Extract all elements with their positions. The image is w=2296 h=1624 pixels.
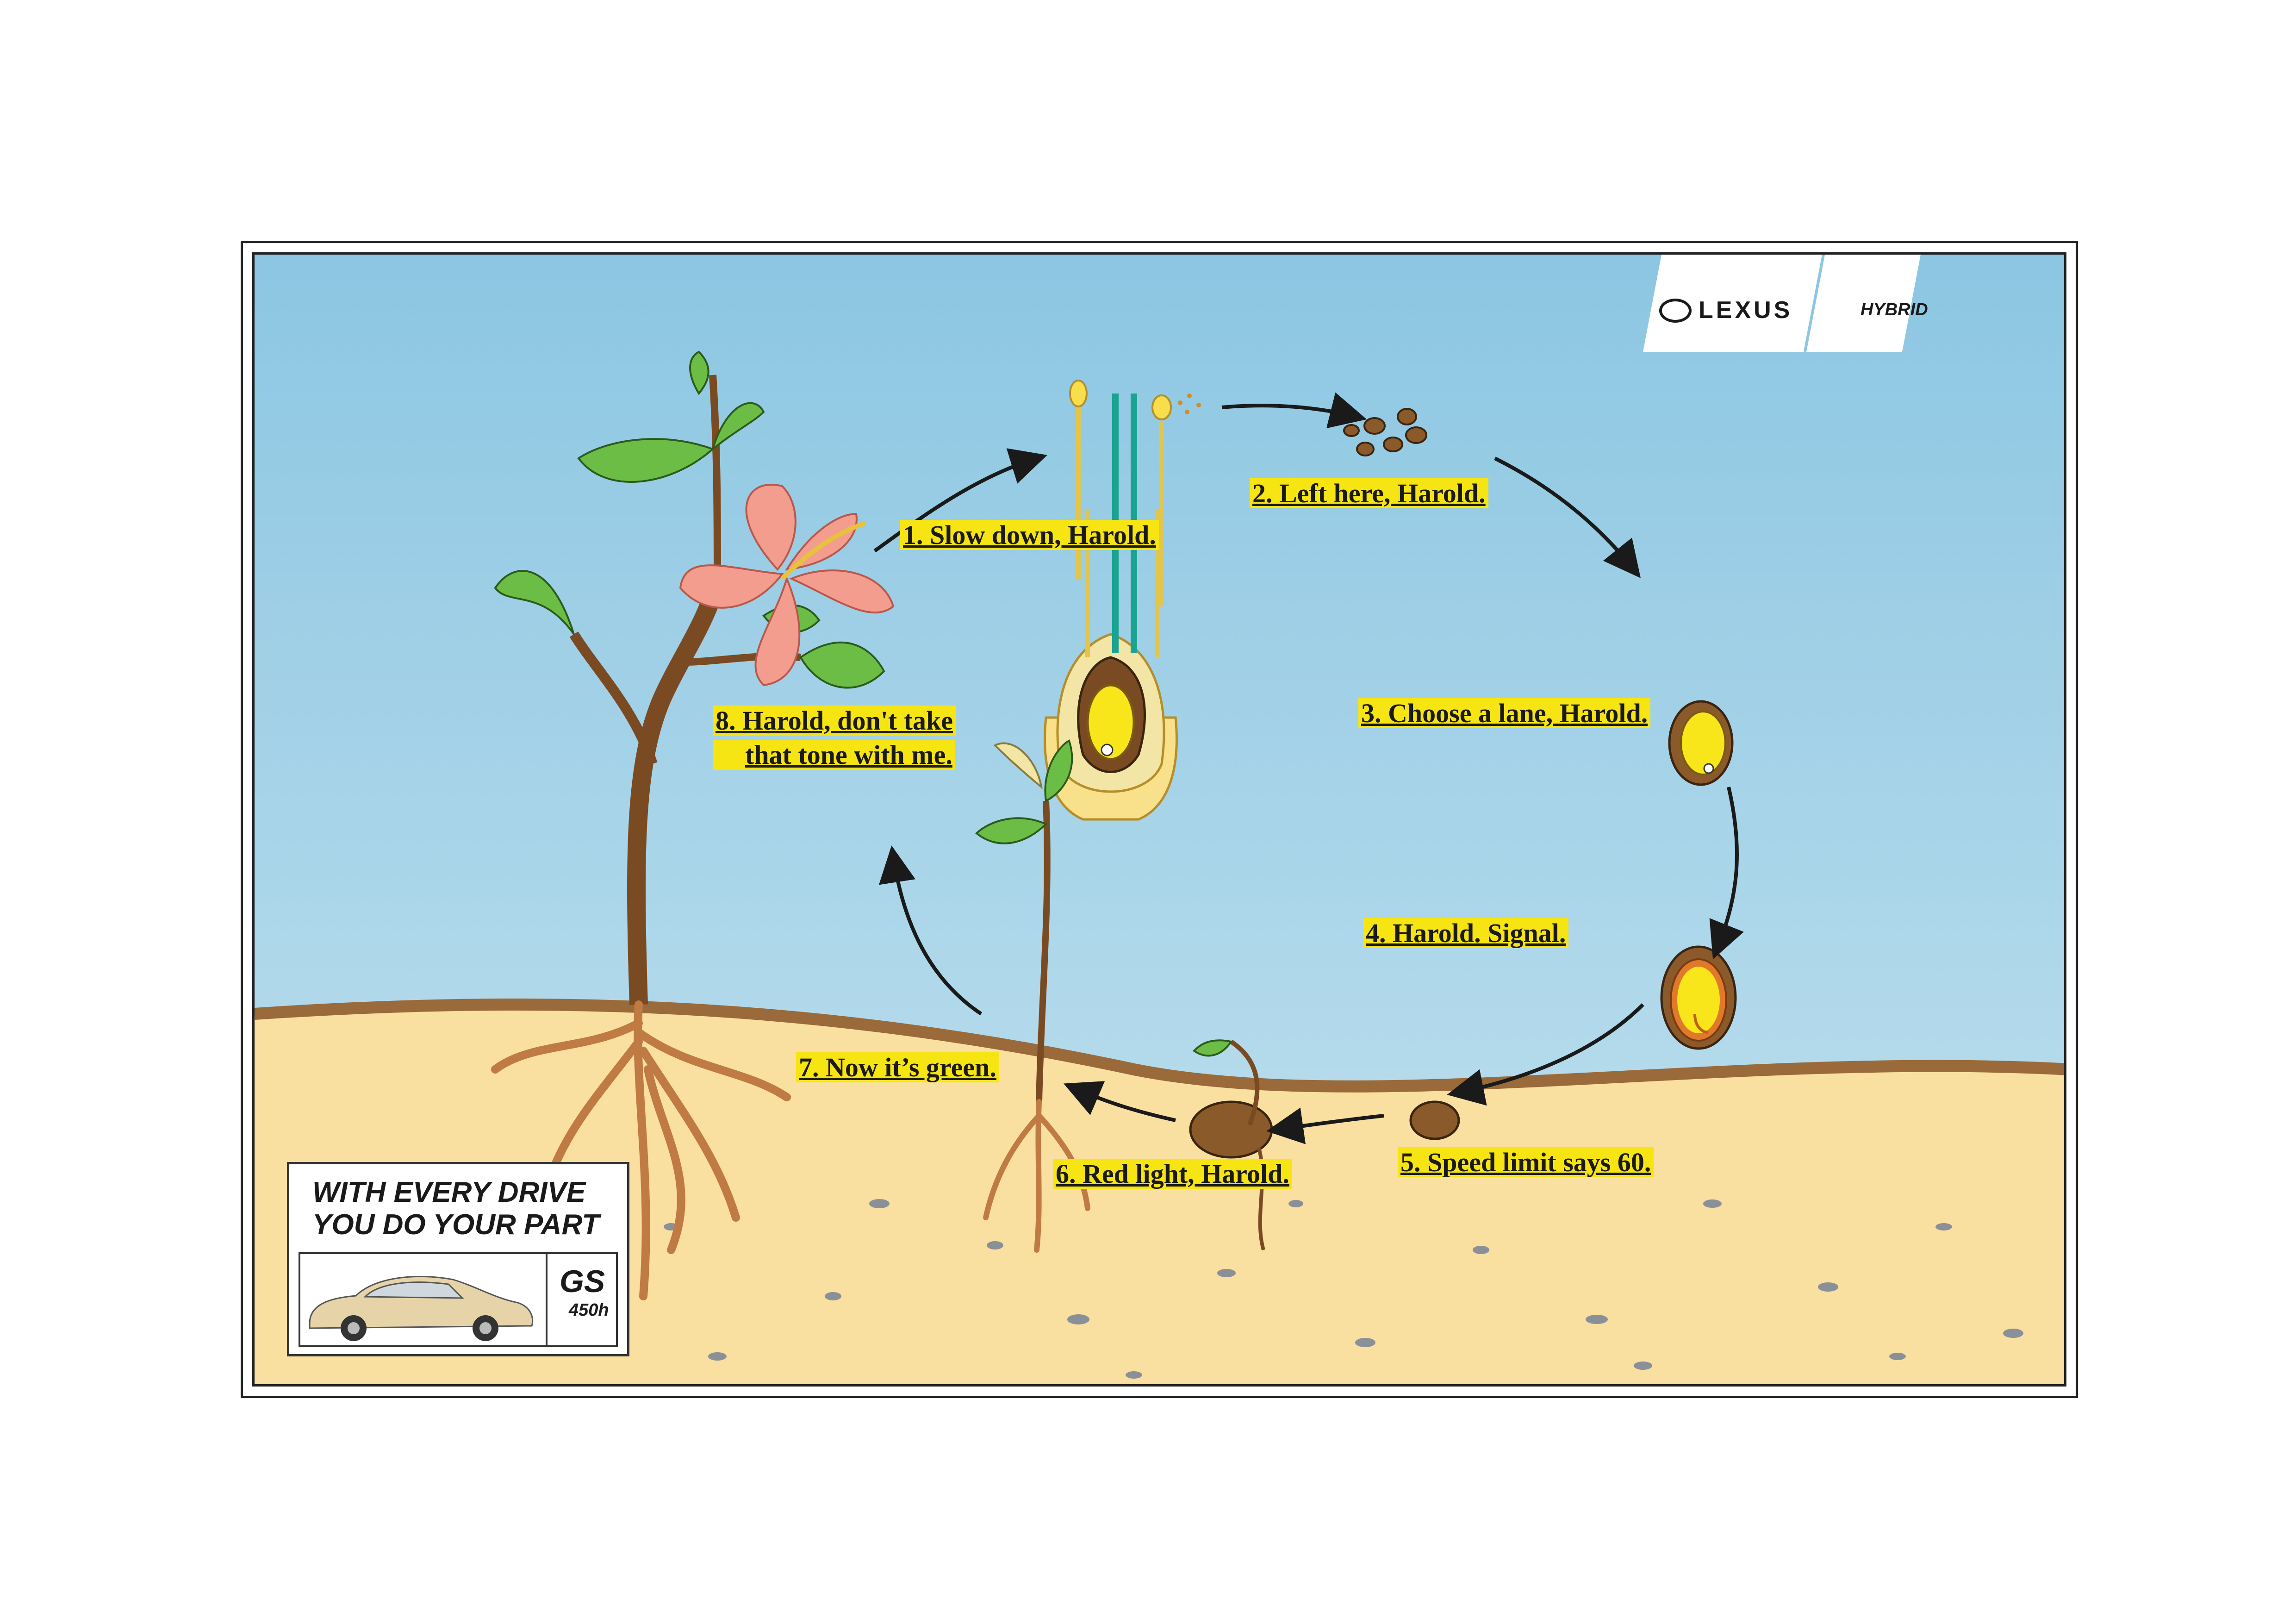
seed-stage-5 (1409, 1100, 1460, 1140)
car-panel: GS 450h (299, 1252, 618, 1347)
caption-step-1: 1. Slow down, Harold. (900, 518, 1159, 552)
hibiscus-flower (679, 483, 895, 687)
ground (255, 1004, 2064, 1384)
car-image (309, 1275, 534, 1341)
cycle-arrows (873, 392, 1744, 1144)
ground-edge (255, 998, 2064, 1093)
panel-divider (546, 1254, 548, 1345)
sprout-stage-6 (1189, 1039, 1273, 1251)
model-name: GS (560, 1264, 605, 1299)
seed-cluster (1343, 408, 1427, 456)
caption-step-8: 8. Harold, don't take that tone with me. (713, 704, 956, 772)
hybrid-badge: HYBRID (1860, 300, 1928, 319)
caption-step-7: 7. Now it’s green. (796, 1051, 999, 1084)
model-variant: 450h (569, 1300, 609, 1320)
caption-step-5: 5. Speed limit says 60. (1398, 1146, 1654, 1179)
brand-logo-text: LEXUS (1699, 297, 1793, 324)
poster-frame: LEXUS HYBRID 1. Slow down, Harold. 2. Le… (241, 241, 2078, 1398)
caption-step-4: 4. Harold. Signal. (1363, 917, 1569, 950)
caption-step-2: 2. Left here, Harold. (1250, 477, 1488, 510)
seed-stage-4 (1660, 945, 1737, 1050)
brand-plate (1643, 255, 1921, 352)
illustration: LEXUS HYBRID 1. Slow down, Harold. 2. Le… (252, 252, 2066, 1387)
pebbles (664, 1199, 2023, 1379)
seedling-stage-7 (975, 739, 1090, 1253)
tagline-line-2: YOU DO YOUR PART (312, 1209, 600, 1241)
tagline-box: WITH EVERY DRIVE YOU DO YOUR PART GS 450… (287, 1162, 629, 1356)
tagline-line-1: WITH EVERY DRIVE (312, 1176, 586, 1208)
flower-cross-section (1044, 380, 1201, 821)
caption-step-3: 3. Choose a lane, Harold. (1358, 697, 1651, 730)
lexus-logo-icon (1659, 299, 1692, 323)
seed-stage-3 (1668, 700, 1734, 786)
caption-step-6: 6. Red light, Harold. (1053, 1157, 1292, 1191)
